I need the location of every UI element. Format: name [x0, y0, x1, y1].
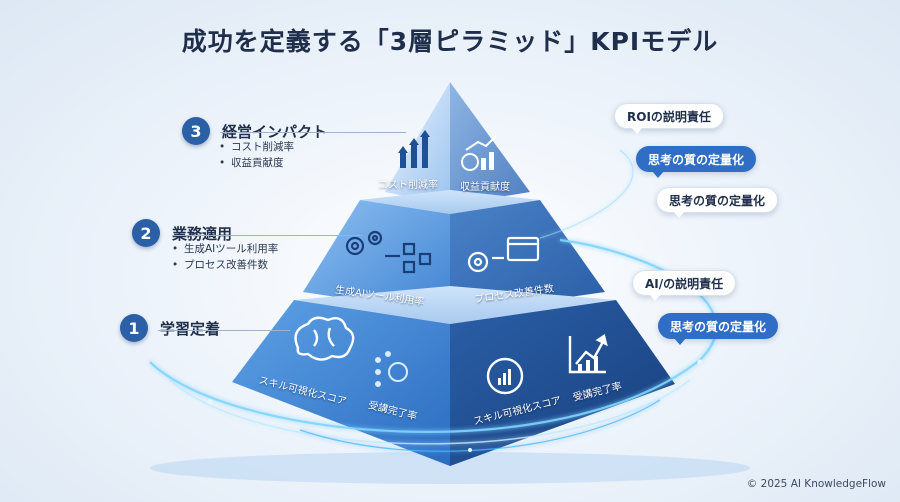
target-dots-icon — [375, 351, 408, 387]
tier-1-block — [232, 286, 675, 466]
page-title: 成功を定義する「3層ピラミッド」KPIモデル — [181, 27, 719, 56]
tier-2-block — [303, 190, 605, 314]
tier-1-title: 学習定着 — [160, 319, 221, 338]
tier-2-bullets: 生成AIツール利用率 プロセス改善件数 — [172, 241, 278, 273]
bubble-thinking-quality-3: 思考の質の定量化 — [658, 313, 779, 345]
tier-3-rule — [220, 132, 406, 133]
tier-3-bullet: コスト削減率 — [219, 139, 294, 155]
tier-2-rule — [172, 235, 362, 236]
tier-1-number-badge: 1 — [120, 314, 148, 342]
bubble-ai-accountability: AI/の説明責任 — [632, 270, 737, 301]
tier-2-bullet: プロセス改善件数 — [172, 257, 278, 273]
tier-1-header: 1 学習定着 — [120, 314, 220, 342]
growth-arrows-icon — [398, 130, 430, 168]
ground-shadow — [150, 452, 750, 484]
copyright-text: © 2025 AI KnowledgeFlow — [746, 478, 886, 490]
tier-3-header: 3 経営インパクト — [182, 117, 327, 145]
glow-swirl — [149, 149, 718, 452]
glow-sparkles — [207, 266, 703, 452]
tier-3-number-badge: 3 — [182, 117, 210, 145]
bubble-thinking-quality-1: 思考の質の定量化 — [636, 146, 757, 178]
tier-2-number-badge: 2 — [132, 219, 160, 247]
tier-1-rule — [158, 330, 290, 331]
gear-browser-icon — [467, 236, 540, 273]
bubble-roi-accountability: ROIの説明責任 — [614, 103, 724, 134]
bubble-thinking-quality-2: 思考の質の定量化 — [656, 187, 779, 218]
tier-2-bullet: 生成AIツール利用率 — [172, 241, 278, 257]
tier-2-header: 2 業務適用 — [132, 219, 232, 247]
tier-2-title: 業務適用 — [172, 224, 233, 243]
tier-3-bullet: 収益貢献度 — [219, 155, 294, 171]
tier-3-title: 経営インパクト — [222, 122, 328, 141]
gears-workflow-icon — [345, 230, 432, 274]
tier-3-bullets: コスト削減率 収益貢献度 — [219, 139, 294, 171]
coin-bar-chart-icon — [461, 135, 497, 171]
line-chart-icon — [568, 334, 608, 374]
face-label-t3-left: コスト削減率 — [378, 180, 438, 191]
brain-icon — [294, 316, 355, 361]
face-label-t3-right: 収益貢献度 — [460, 182, 510, 193]
gauge-chart-icon — [486, 357, 524, 395]
